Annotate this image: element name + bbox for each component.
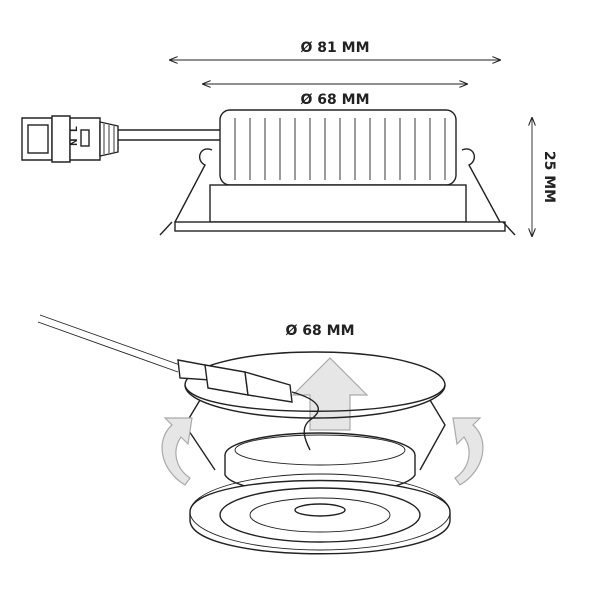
outer-diameter-label: Ø 81 MM [301, 40, 370, 56]
insert-up-arrow-icon [291, 357, 369, 431]
dimension-height: 25 MM [532, 118, 557, 236]
dimension-outer-diameter: Ø 81 MM [170, 40, 500, 60]
trim-ring [189, 473, 451, 555]
connector-perspective [204, 364, 319, 451]
spring-clip-left [159, 148, 213, 236]
spring-clip-right [461, 148, 516, 236]
live-label: L [70, 126, 80, 132]
trim-flange-side [174, 221, 506, 232]
height-label: 25 MM [541, 151, 557, 203]
inner-diameter-label: Ø 68 MM [301, 92, 370, 108]
power-cable-perspective [37, 314, 181, 373]
power-cable [118, 129, 222, 141]
rotate-left-arrow-icon [161, 417, 193, 486]
neutral-label: N [70, 138, 80, 146]
heatsink-side [209, 109, 467, 223]
cutout-diameter-label: Ø 68 MM [286, 323, 355, 339]
dimension-inner-diameter: Ø 68 MM [203, 84, 467, 108]
rotate-right-arrow-icon [452, 417, 484, 486]
led-lens [294, 503, 346, 517]
connector-plug: N L [21, 115, 119, 163]
